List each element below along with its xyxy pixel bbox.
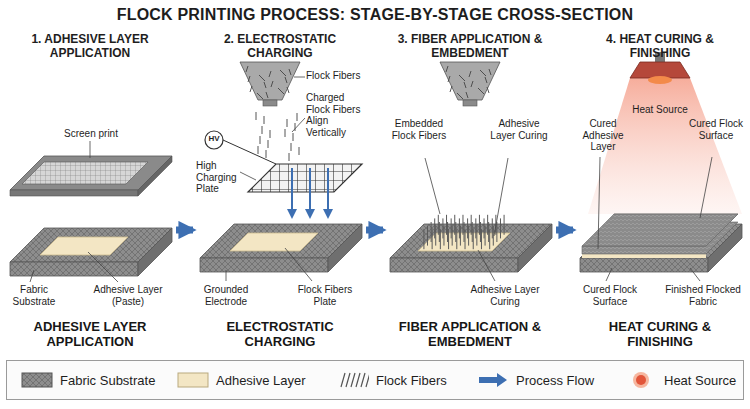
- legend-item: Process Flow: [477, 361, 594, 399]
- legend-swatch: [21, 371, 53, 389]
- stage-heading: 4. HEAT CURING & FINISHING: [578, 32, 742, 61]
- callout-label: Adhesive Layer Curing: [462, 284, 548, 307]
- callout-label: Cured Adhesive Layer: [578, 118, 628, 153]
- process-flow-arrow: [366, 227, 383, 234]
- callout-label: Grounded Electrode: [198, 284, 254, 307]
- finished-slab: [580, 214, 742, 272]
- callout-label: Embedded Flock Fibers: [390, 118, 448, 141]
- legend-item: Fabric Substrate: [21, 361, 155, 399]
- legend-swatch: [625, 371, 657, 389]
- callout-label: Finished Flocked Fabric: [664, 284, 742, 307]
- callout-label: Fabric Substrate: [8, 284, 60, 307]
- fiber-hopper: [240, 62, 300, 106]
- callout-label: Adhesive Layer (Paste): [88, 284, 168, 307]
- stage-name: ELECTROSTATIC CHARGING: [198, 319, 362, 350]
- voltage-symbol-text: HV: [205, 134, 223, 143]
- stage-name: HEAT CURING & FINISHING: [578, 319, 742, 350]
- diagram-title: FLOCK PRINTING PROCESS: STAGE-BY-STAGE C…: [0, 6, 750, 24]
- fabric-slab: [10, 228, 172, 276]
- legend-text: Fabric Substrate: [60, 373, 155, 388]
- callout-label: Flock Fibers Plate: [290, 284, 360, 307]
- charging-plate: [205, 131, 362, 192]
- legend-swatch: [477, 371, 509, 389]
- legend-swatch: [177, 371, 209, 389]
- stage-panel: 3. FIBER APPLICATION & EMBEDMENT FIBER AP…: [386, 30, 554, 352]
- embedding-slab: [390, 215, 552, 272]
- leader-lines: [30, 77, 712, 282]
- callout-label: Flock Fibers: [306, 70, 364, 82]
- stage-heading: 3. FIBER APPLICATION & EMBEDMENT: [388, 32, 552, 61]
- callout-label: Heat Source: [630, 104, 690, 116]
- grounded-slab: [200, 224, 362, 272]
- legend-text: Heat Source: [664, 373, 736, 388]
- stage-name: FIBER APPLICATION & EMBEDMENT: [388, 319, 552, 350]
- callout-label: High Charging Plate: [196, 160, 242, 195]
- callout-label: Adhesive Layer Curing: [488, 118, 550, 141]
- legend-swatch: [337, 371, 369, 389]
- stage-heading: 2. ELECTROSTATIC CHARGING: [198, 32, 362, 61]
- field-arrows: [292, 168, 328, 214]
- legend-text: Adhesive Layer: [216, 373, 306, 388]
- callout-label: Charged Flock Fibers Align Vertically: [306, 92, 364, 138]
- callout-label: Cured Flock Surface: [578, 284, 642, 307]
- stage-name: ADHESIVE LAYER APPLICATION: [8, 319, 172, 350]
- legend-box: Fabric Substrate Adhesive Layer Flock Fibe…: [6, 360, 744, 400]
- legend-item: Adhesive Layer: [177, 361, 306, 399]
- legend-text: Flock Fibers: [376, 373, 447, 388]
- legend-item: Flock Fibers: [337, 361, 447, 399]
- process-flow-arrow: [556, 227, 573, 234]
- fiber-hopper: [440, 62, 500, 106]
- stage-heading: 1. ADHESIVE LAYER APPLICATION: [8, 32, 172, 61]
- legend-text: Process Flow: [516, 373, 594, 388]
- screen-frame: [10, 156, 172, 196]
- callout-label: Cured Flock Surface: [688, 118, 744, 141]
- legend-item: Heat Source: [625, 361, 736, 399]
- process-flow-arrow: [176, 227, 193, 234]
- callout-label: Screen print: [55, 128, 127, 140]
